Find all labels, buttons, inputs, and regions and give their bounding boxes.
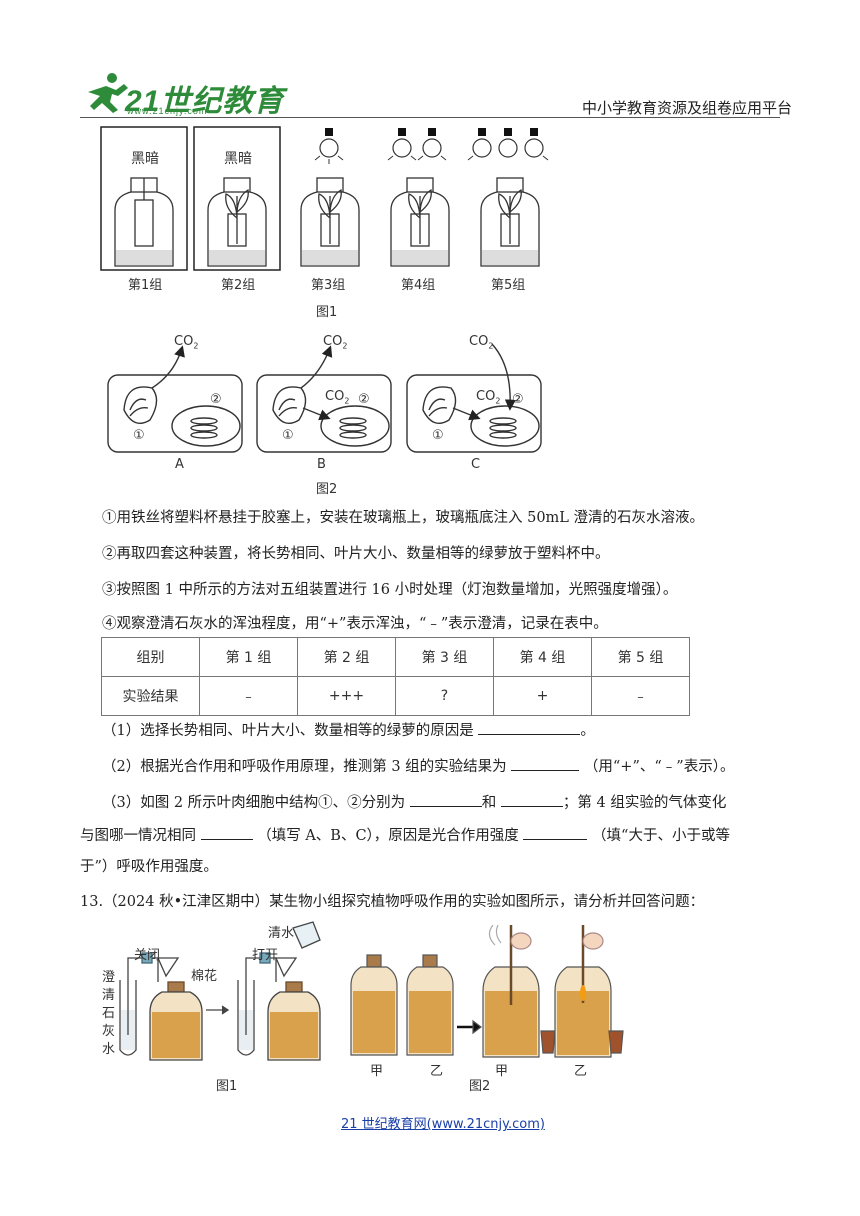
num2-c: ②	[512, 392, 524, 407]
label-yi-big: 乙	[574, 1064, 588, 1079]
table-cell: 实验结果	[101, 676, 200, 716]
label-jia-big: 甲	[495, 1064, 509, 1079]
table-header-cell: 第 4 组	[493, 637, 592, 677]
table-cell: ?	[395, 676, 494, 716]
answer-blank-q2[interactable]	[511, 756, 580, 771]
num2-a: ②	[210, 392, 222, 407]
group-label-3: 第3组	[311, 278, 346, 293]
label-limewater-1: 澄	[102, 970, 116, 985]
label-yi-small: 乙	[430, 1064, 444, 1079]
label-jia-small: 甲	[370, 1064, 384, 1079]
table-header-cell: 第 1 组	[199, 637, 298, 677]
co2-label-b-inner: CO2	[325, 389, 350, 406]
dark-box-1	[100, 126, 188, 271]
num1-b: ①	[282, 428, 294, 443]
q13-figure1-caption: 图1	[216, 1079, 238, 1094]
answer-blank-q3-compare[interactable]	[523, 825, 588, 840]
co2-label-a: CO2	[174, 334, 199, 351]
table-header-cell: 第 2 组	[297, 637, 396, 677]
header: 21世纪教育 www.21cnjy.com 中小学教育资源及组卷应用平台	[0, 0, 860, 120]
label-close: 关闭	[134, 948, 161, 963]
table-cell: +	[493, 676, 592, 716]
header-rule	[80, 117, 780, 118]
dark-label-2: 黑暗	[224, 151, 252, 167]
co2-label-b-top: CO2	[323, 334, 348, 351]
question-3-line1: （3）如图 2 所示叶肉细胞中结构①、②分别为 和 ；第 4 组实验的气体变化	[102, 792, 726, 813]
num1-c: ①	[432, 428, 444, 443]
question-13: 13.（2024 秋•江津区期中）某生物小组探究植物呼吸作用的实验如图所示，请分…	[80, 894, 705, 910]
dark-label-1: 黑暗	[131, 151, 159, 167]
num2-b: ②	[358, 392, 370, 407]
answer-blank-q3-structure2[interactable]	[500, 792, 563, 807]
results-table: 组别 第 1 组 第 2 组 第 3 组 第 4 组 第 5 组 实验结果 ﹣ …	[101, 637, 690, 716]
num1-a: ①	[133, 428, 145, 443]
answer-blank-q3-case[interactable]	[200, 825, 253, 840]
step-2: ②再取四套这种装置，将长势相同、叶片大小、数量相等的绿萝放于塑料杯中。	[102, 546, 610, 562]
question-2: （2）根据光合作用和呼吸作用原理，推测第 3 组的实验结果为 （用“+”、“﹣”…	[102, 756, 734, 777]
label-water: 清水	[268, 926, 295, 941]
dark-box-2	[193, 126, 281, 271]
label-open: 打开	[252, 948, 279, 963]
table-row: 实验结果 ﹣ +++ ? + ﹣	[101, 676, 690, 716]
label-limewater-3: 石	[102, 1006, 116, 1021]
q13-figure2-diagram	[350, 925, 624, 1058]
panel-label-a: A	[175, 457, 184, 472]
panel-label-c: C	[471, 457, 481, 472]
label-limewater-5: 水	[102, 1042, 116, 1057]
label-limewater-2: 清	[102, 988, 116, 1003]
runner-logo-icon	[88, 73, 128, 113]
table-cell: ﹣	[199, 676, 298, 716]
table-header-row: 组别 第 1 组 第 2 组 第 3 组 第 4 组 第 5 组	[101, 637, 690, 677]
footer-link[interactable]: 21 世纪教育网(www.21cnjy.com)	[341, 1117, 545, 1132]
group-label-2: 第2组	[221, 278, 256, 293]
group-label-1: 第1组	[128, 278, 163, 293]
step-4: ④观察澄清石灰水的浑浊程度，用“+”表示浑浊，“﹣”表示澄清，记录在表中。	[102, 616, 608, 632]
table-cell: +++	[297, 676, 396, 716]
q13-figure2-caption: 图2	[469, 1079, 491, 1094]
answer-blank-q3-structure1[interactable]	[409, 792, 482, 807]
question-3-line3: 于”）呼吸作用强度。	[80, 859, 218, 875]
q13-figure1-diagram	[119, 921, 321, 1061]
table-cell: ﹣	[591, 676, 690, 716]
step-3: ③按照图 1 中所示的方法对五组装置进行 16 小时处理（灯泡数量增加，光照强度…	[102, 582, 678, 598]
co2-label-c-top: CO2	[469, 334, 494, 351]
logo-text: 21世纪教育	[125, 85, 285, 118]
table-header-cell: 第 5 组	[591, 637, 690, 677]
panel-label-b: B	[317, 457, 326, 472]
light-bulb-icons	[314, 128, 549, 164]
figure2-caption: 图2	[316, 482, 338, 497]
answer-blank-q1[interactable]	[478, 720, 581, 735]
figure2-diagram	[107, 343, 542, 453]
figure1-diagram	[100, 126, 549, 271]
figure1-caption: 图1	[316, 305, 338, 320]
co2-label-c-inner: CO2	[476, 389, 501, 406]
table-header-cell: 第 3 组	[395, 637, 494, 677]
question-1: （1）选择长势相同、叶片大小、数量相等的绿萝的原因是 。	[102, 720, 595, 741]
group-label-5: 第5组	[491, 278, 526, 293]
group-label-4: 第4组	[401, 278, 436, 293]
logo-url: www.21cnjy.com	[127, 106, 208, 116]
question-3-line2: 与图哪一情况相同 （填写 A、B、C），原因是光合作用强度 （填“大于、小于或等	[80, 825, 730, 846]
platform-name: 中小学教育资源及组卷应用平台	[582, 100, 793, 117]
step-1: ①用铁丝将塑料杯悬挂于胶塞上，安装在玻璃瓶上，玻璃瓶底注入 50mL 澄清的石灰…	[102, 510, 705, 526]
label-limewater-4: 灰	[102, 1024, 116, 1039]
table-header-cell: 组别	[101, 637, 200, 677]
label-cotton: 棉花	[191, 969, 218, 984]
